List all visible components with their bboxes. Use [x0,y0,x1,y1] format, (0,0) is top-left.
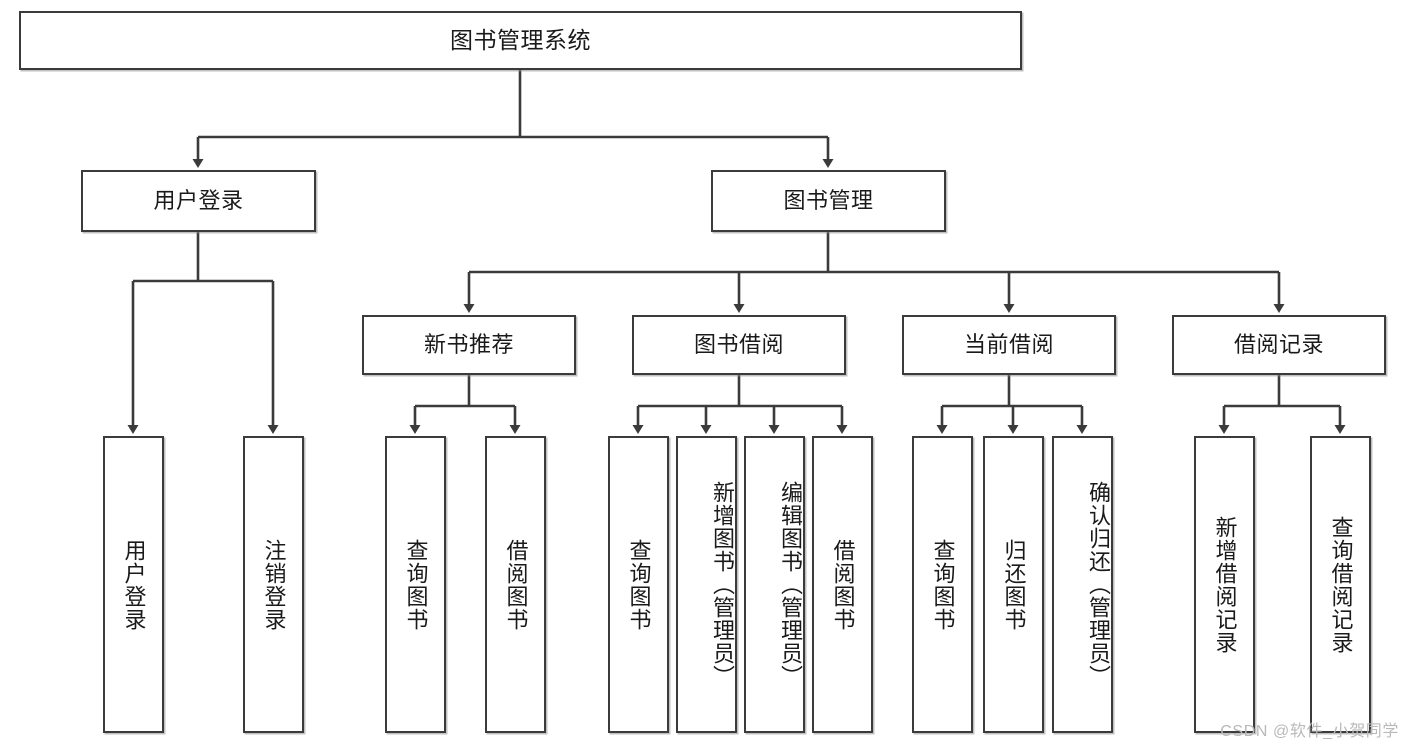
node-user-login[interactable]: 用户登录 [81,170,316,232]
node-root-label: 图书管理系统 [450,27,591,54]
node-leaf-query-book-2[interactable]: 查询图书 [608,436,669,733]
node-new-book-recommend[interactable]: 新书推荐 [362,315,576,375]
node-leaf-return-book[interactable]: 归还图书 [983,436,1044,733]
node-borrow-record[interactable]: 借阅记录 [1172,315,1386,375]
node-leaf-user-logout[interactable]: 注销登录 [243,436,304,733]
node-leaf-add-borrow-record-label: 新增借阅记录 [1212,515,1238,654]
node-book-manage-label: 图书管理 [783,188,874,214]
node-root-system[interactable]: 图书管理系统 [19,11,1022,70]
node-user-login-label: 用户登录 [153,188,244,214]
node-current-borrow-label: 当前借阅 [963,332,1054,358]
node-leaf-borrow-book-1-label: 借阅图书 [503,538,529,631]
node-book-borrow[interactable]: 图书借阅 [632,315,846,375]
node-leaf-add-book-label: 新增图书（管理员） [710,481,735,688]
node-book-manage[interactable]: 图书管理 [711,170,946,232]
node-leaf-add-borrow-record[interactable]: 新增借阅记录 [1194,436,1255,733]
node-leaf-user-login[interactable]: 用户登录 [103,436,164,733]
node-leaf-query-book-1[interactable]: 查询图书 [385,436,446,733]
node-leaf-add-book[interactable]: 新增图书（管理员） [676,436,737,733]
node-leaf-borrow-book-2[interactable]: 借阅图书 [812,436,873,733]
node-leaf-user-login-label: 用户登录 [121,538,147,631]
node-leaf-query-borrow-record-label: 查询借阅记录 [1328,515,1354,654]
node-leaf-edit-book-label: 编辑图书（管理员） [778,481,803,688]
node-borrow-record-label: 借阅记录 [1233,332,1324,358]
node-leaf-return-book-label: 归还图书 [1001,538,1027,631]
node-leaf-query-book-3[interactable]: 查询图书 [912,436,973,733]
node-new-book-recommend-label: 新书推荐 [423,332,514,358]
node-leaf-query-borrow-record[interactable]: 查询借阅记录 [1310,436,1371,733]
node-leaf-query-book-3-label: 查询图书 [930,538,956,631]
node-leaf-borrow-book-1[interactable]: 借阅图书 [485,436,546,733]
watermark: CSDN @软件_小贺同学 [1220,723,1399,740]
node-leaf-user-logout-label: 注销登录 [261,538,287,631]
node-current-borrow[interactable]: 当前借阅 [902,315,1116,375]
node-leaf-edit-book[interactable]: 编辑图书（管理员） [744,436,805,733]
node-leaf-query-book-2-label: 查询图书 [626,538,652,631]
node-leaf-query-book-1-label: 查询图书 [403,538,429,631]
node-leaf-confirm-return[interactable]: 确认归还（管理员） [1052,436,1113,733]
node-book-borrow-label: 图书借阅 [693,332,784,358]
node-leaf-borrow-book-2-label: 借阅图书 [830,538,856,631]
node-leaf-confirm-return-label: 确认归还（管理员） [1086,481,1111,688]
